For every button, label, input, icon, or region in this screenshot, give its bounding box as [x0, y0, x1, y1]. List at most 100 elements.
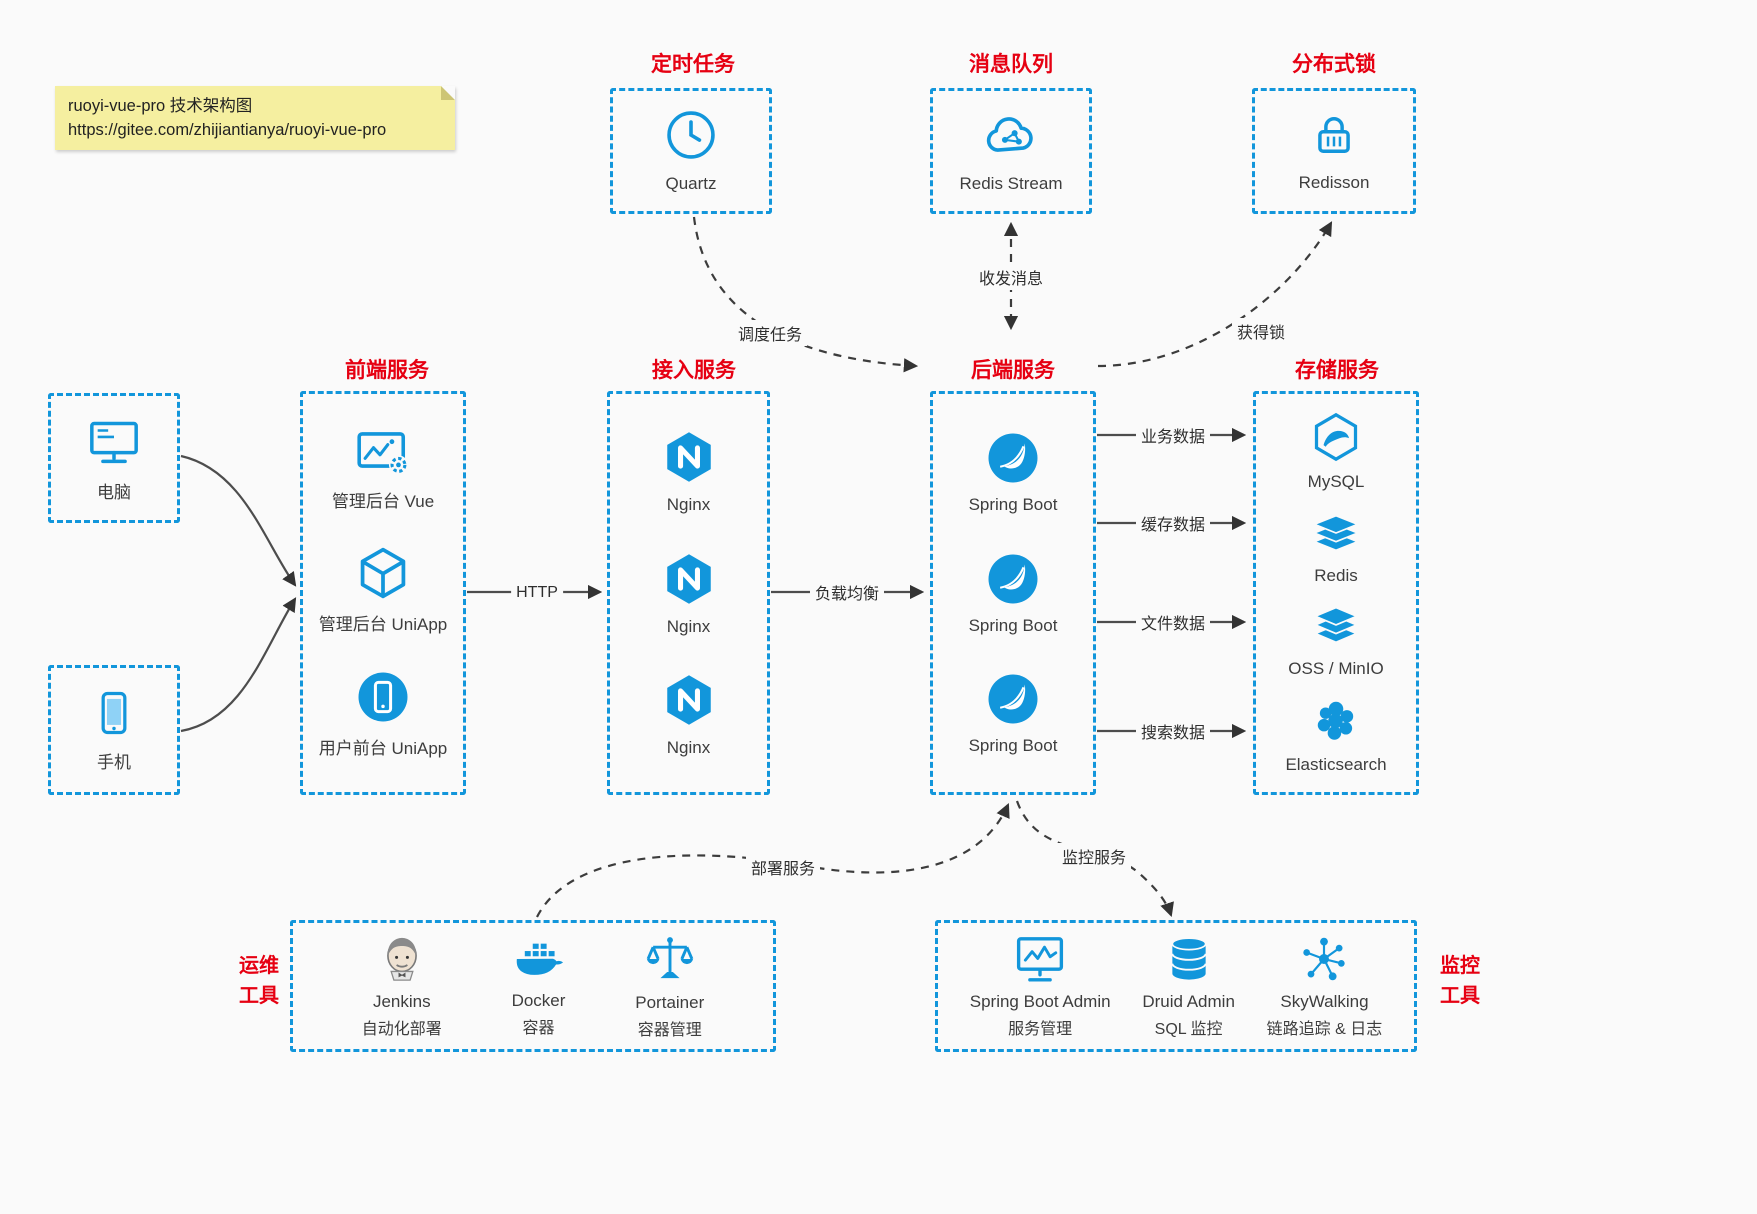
tool-item-sub: 自动化部署 [361, 1021, 442, 1038]
tool-item-name: Portainer [635, 993, 705, 1012]
tool-item-sub: 服务管理 [1008, 1021, 1073, 1038]
redisson-box: Redisson [1252, 88, 1416, 214]
tool-item-name: Docker [511, 991, 566, 1010]
tool-item-sub: 容器 [522, 1020, 555, 1037]
nginx-icon [666, 432, 711, 483]
quartz-box: Quartz [610, 88, 772, 214]
mobile-app-circle-icon [358, 672, 408, 721]
monitor-tools-box: Spring Boot Admin 服务管理 Druid Admin SQL 监… [935, 920, 1417, 1052]
storage-item-elasticsearch: Elasticsearch [1285, 696, 1387, 775]
tool-item-sub: 链路追踪 & 日志 [1266, 1021, 1383, 1038]
edge-pc-to-frontend [180, 454, 297, 587]
nginx-icon [666, 553, 711, 604]
frontend-box: 管理后台 Vue 管理后台 UniApp 用户前台 UniApp [300, 391, 466, 795]
gateway-item: Nginx [660, 428, 718, 515]
backend-box: Spring Boot Spring Boot Spring Boot [930, 391, 1096, 795]
backend-title: 后端服务 [971, 359, 1055, 382]
frontend-item-user-uniapp: 用户前台 UniApp [319, 669, 447, 759]
redis-stream-label: Redis Stream [959, 174, 1063, 193]
storage-item-label: OSS / MinIO [1288, 659, 1384, 679]
frontend-title: 前端服务 [345, 359, 429, 382]
edge-label-deploy: 部署服务 [745, 854, 821, 880]
backend-item: Spring Boot [968, 671, 1058, 756]
gateway-item-label: Nginx [666, 737, 711, 757]
pc-client-label: 电脑 [97, 483, 131, 502]
tool-item-druid: Druid Admin SQL 监控 [1142, 933, 1235, 1039]
gateway-item: Nginx [660, 550, 718, 637]
tool-item-skywalking: SkyWalking 链路追踪 & 日志 [1266, 933, 1383, 1039]
storage-item-label: Redis [1314, 565, 1358, 585]
spring-icon [988, 433, 1038, 483]
smartphone-icon [101, 691, 127, 735]
druid-icon [1171, 937, 1207, 980]
admin-screen-gear-icon [357, 431, 408, 474]
storage-item-mysql: MySQL [1307, 411, 1365, 492]
edge-label-file-data: 文件数据 [1135, 609, 1211, 635]
elasticsearch-icon [1317, 701, 1354, 740]
note-url: https://gitee.com/zhijiantianya/ruoyi-vu… [68, 121, 387, 139]
docker-icon [516, 942, 563, 975]
message-queue-title: 消息队列 [969, 53, 1053, 76]
nginx-icon [666, 674, 711, 725]
note-title: ruoyi-vue-pro 技术架构图 [68, 97, 253, 115]
edge-label-business-data: 业务数据 [1135, 422, 1211, 448]
phone-client-box: 手机 [48, 665, 180, 795]
edge-label-monitor: 监控服务 [1056, 843, 1132, 869]
gateway-item-label: Nginx [666, 616, 711, 636]
backend-item-label: Spring Boot [968, 615, 1058, 635]
pc-client-box: 电脑 [48, 393, 180, 523]
storage-item-oss: OSS / MinIO [1288, 602, 1384, 679]
tool-item-portainer: Portainer 容器管理 [635, 932, 704, 1040]
clock-icon [667, 111, 715, 159]
spring-icon [988, 554, 1038, 603]
gateway-title: 接入服务 [652, 359, 736, 382]
backend-item: Spring Boot [968, 551, 1058, 636]
monitor-tools-title: 监控 工具 [1440, 955, 1480, 1007]
frontend-item-label: 管理后台 Vue [331, 491, 435, 511]
lock-icon [1318, 117, 1350, 153]
tool-item-docker: Docker 容器 [511, 934, 567, 1038]
storage-item-redis: Redis [1310, 509, 1362, 586]
distributed-lock-title: 分布式锁 [1292, 53, 1376, 76]
desktop-icon [90, 421, 138, 464]
portainer-icon [646, 937, 694, 979]
cloud-network-icon [986, 117, 1033, 152]
storage-item-label: MySQL [1307, 471, 1365, 491]
frontend-item-label: 管理后台 UniApp [318, 615, 448, 634]
redisson-label: Redisson [1298, 173, 1370, 192]
spring-boot-admin-icon [1017, 937, 1064, 982]
tool-item-name: Jenkins [372, 992, 431, 1011]
edge-monitor [1015, 800, 1174, 918]
backend-item-label: Spring Boot [968, 494, 1058, 514]
layers-stack-icon [1314, 607, 1358, 644]
tool-item-jenkins: Jenkins 自动化部署 [362, 933, 442, 1039]
edge-schedule-task [692, 216, 919, 373]
edge-phone-to-frontend [180, 597, 297, 733]
phone-client-label: 手机 [97, 753, 131, 772]
redis-stream-box: Redis Stream [930, 88, 1092, 214]
sticky-note: ruoyi-vue-pro 技术架构图 https://gitee.com/zh… [55, 86, 455, 150]
gateway-item-label: Nginx [666, 495, 711, 515]
edge-label-messaging: 收发消息 [973, 264, 1049, 290]
jenkins-icon [386, 937, 417, 981]
storage-item-label: Elasticsearch [1285, 755, 1387, 775]
skywalking-icon [1303, 937, 1346, 981]
tool-item-sub: 容器管理 [637, 1022, 702, 1039]
edge-acquire-lock [1097, 221, 1333, 368]
edge-label-cache-data: 缓存数据 [1135, 510, 1211, 536]
backend-item-label: Spring Boot [968, 736, 1058, 756]
edge-label-http: HTTP [511, 583, 563, 603]
tool-item-name: SkyWalking [1280, 992, 1369, 1011]
spring-icon [988, 674, 1038, 724]
redis-stack-icon [1313, 514, 1359, 551]
cube-wireframe-icon [360, 547, 406, 599]
scheduled-task-title: 定时任务 [651, 53, 735, 76]
frontend-item-admin-vue: 管理后台 Vue [332, 428, 434, 512]
gateway-item: Nginx [660, 671, 718, 758]
gateway-box: Nginx Nginx Nginx [607, 391, 770, 795]
ops-tools-box: Jenkins 自动化部署 Docker 容器 [290, 920, 776, 1052]
tool-item-name: Spring Boot Admin [969, 992, 1111, 1011]
tool-item-spring-boot-admin: Spring Boot Admin 服务管理 [970, 933, 1111, 1039]
